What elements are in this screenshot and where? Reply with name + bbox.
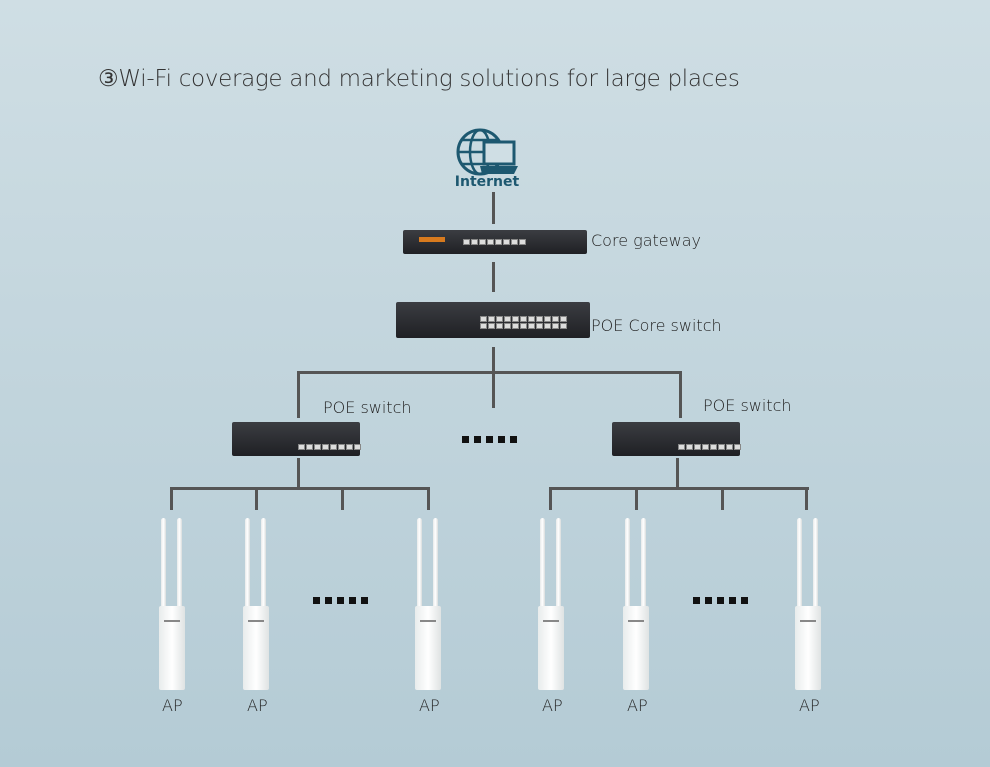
connector-line (427, 487, 430, 510)
access-point-device (536, 518, 566, 693)
connector-line (549, 487, 552, 510)
poe-core-switch-device (396, 302, 590, 338)
ellipsis-more-aps (693, 597, 748, 604)
access-point-device (793, 518, 823, 693)
connector-line (341, 487, 344, 510)
access-point-device (157, 518, 187, 693)
connector-line (721, 487, 724, 510)
globe-laptop-icon (456, 128, 518, 176)
connector-line (297, 371, 682, 374)
connector-line (549, 487, 809, 490)
ellipsis-more-aps (313, 597, 368, 604)
ap-label: AP (162, 696, 183, 715)
connector-line (297, 458, 300, 488)
ellipsis-more-switches (462, 436, 517, 443)
connector-line (492, 192, 495, 224)
connector-line (170, 487, 173, 510)
connector-line (492, 262, 495, 292)
connector-line (255, 487, 258, 510)
ap-label: AP (542, 696, 563, 715)
internet-label: Internet (454, 174, 520, 190)
poe-switch-device (232, 422, 361, 456)
connector-line (679, 371, 682, 418)
connector-line (635, 487, 638, 510)
internet-node: Internet (454, 126, 520, 192)
ap-label: AP (627, 696, 648, 715)
connector-line (170, 487, 430, 490)
connector-line (676, 458, 679, 488)
poe-switch-label: POE switch (703, 396, 792, 415)
ap-label: AP (247, 696, 268, 715)
access-point-device (413, 518, 443, 693)
ap-label: AP (419, 696, 440, 715)
ap-label: AP (799, 696, 820, 715)
connector-line (492, 347, 495, 408)
access-point-device (241, 518, 271, 693)
core-gateway-device (403, 230, 587, 254)
poe-core-switch-label: POE Core switch (591, 316, 722, 335)
page-title: ③Wi-Fi coverage and marketing solutions … (98, 66, 740, 92)
core-gateway-label: Core gateway (591, 231, 701, 250)
connector-line (297, 371, 300, 418)
poe-switch-label: POE switch (323, 398, 412, 417)
access-point-device (621, 518, 651, 693)
connector-line (805, 487, 808, 510)
poe-switch-device (612, 422, 741, 456)
